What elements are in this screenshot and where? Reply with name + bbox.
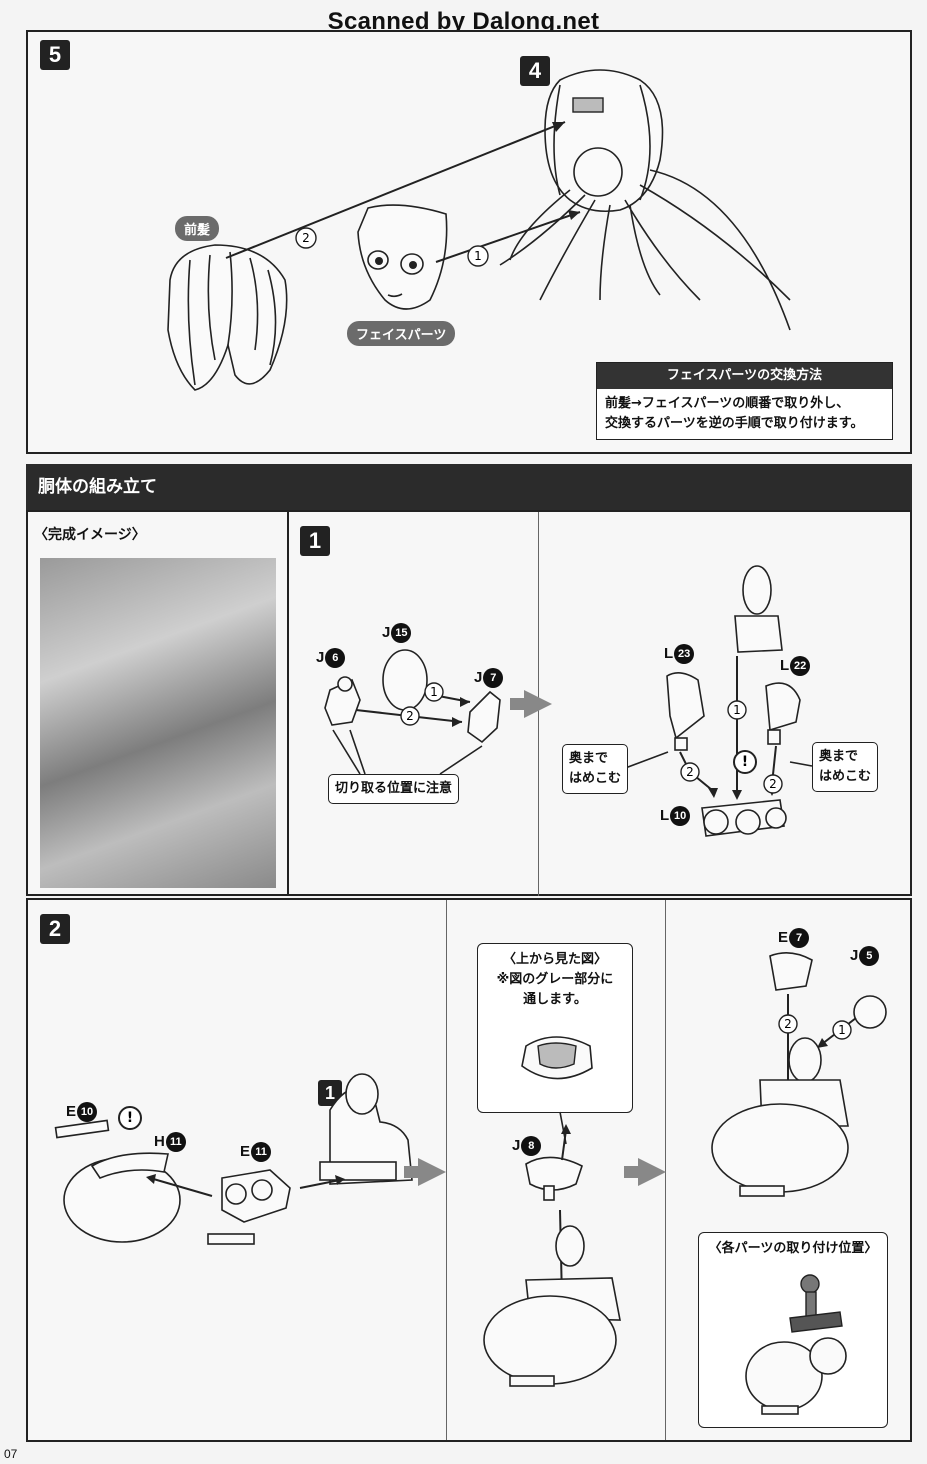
- torso-assembly-header: 胴体の組み立て: [26, 464, 912, 510]
- step5-number: 5: [40, 40, 70, 70]
- top-view-note-line1: ※図のグレー部分に: [496, 972, 614, 987]
- divider-step2-b: [665, 900, 666, 1440]
- step1-number: 1: [300, 526, 330, 556]
- top-view-note-line2: 通します。: [523, 992, 587, 1007]
- step5-order-2: 2: [302, 231, 310, 245]
- push-in-left-line2: はめこむ: [569, 771, 622, 786]
- divider-step2-a: [446, 900, 447, 1440]
- step2-number: 2: [40, 914, 70, 944]
- step1-right-illustration: 1 2 2 !: [619, 565, 813, 837]
- step1-reference-number: 1: [318, 1080, 342, 1106]
- bangs-part: [167, 244, 288, 391]
- divider-photo-step1: [287, 512, 289, 896]
- face-swap-info-line2: 交換するパーツを逆の手順で取り付けます。: [605, 416, 864, 431]
- page-number: 07: [4, 1447, 18, 1461]
- svg-text:2: 2: [686, 765, 694, 779]
- step5-order-1: 1: [474, 249, 482, 263]
- completed-torso-photo: [40, 558, 276, 888]
- top-view-callout: 〈上から見た図〉 ※図のグレー部分に 通します。: [477, 943, 633, 1113]
- face-swap-info-line1: 前髪→フェイスパーツの順番で取り外し、: [605, 396, 850, 411]
- attachment-positions-title: 〈各パーツの取り付け位置〉: [708, 1241, 878, 1256]
- push-in-right-line1: 奥まで: [819, 749, 859, 764]
- step4-reference-number: 4: [520, 56, 550, 86]
- svg-text:2: 2: [784, 1017, 792, 1031]
- top-view-title: 〈上から見た図〉: [502, 952, 607, 967]
- step2-caution-mark: !: [127, 1110, 133, 1126]
- svg-text:1: 1: [733, 703, 741, 717]
- face-swap-info-title: フェイスパーツの交換方法: [597, 363, 892, 389]
- svg-text:2: 2: [406, 709, 414, 723]
- step5-illustration: 2 1: [167, 69, 791, 391]
- back-hair-part: [499, 69, 791, 331]
- step1-caution-mark: !: [742, 754, 748, 770]
- completed-image-label: 〈完成イメージ〉: [34, 527, 146, 543]
- bangs-label: 前髪: [175, 216, 220, 241]
- push-in-left-note: 奥まで はめこむ: [562, 744, 629, 794]
- face-parts-label: フェイスパーツ: [347, 321, 456, 346]
- push-in-right-note: 奥まで はめこむ: [812, 742, 879, 792]
- svg-text:1: 1: [838, 1023, 846, 1037]
- svg-text:2: 2: [769, 777, 777, 791]
- push-in-left-line1: 奥まで: [569, 751, 609, 766]
- cut-position-caution: 切り取る位置に注意: [328, 774, 460, 804]
- face-swap-info-box: フェイスパーツの交換方法 前髪→フェイスパーツの順番で取り外し、 交換するパーツ…: [596, 362, 893, 440]
- push-in-right-line2: はめこむ: [819, 769, 872, 784]
- svg-text:1: 1: [430, 685, 438, 699]
- face-part: [357, 204, 448, 310]
- step1-left-illustration: 1 2: [324, 649, 552, 775]
